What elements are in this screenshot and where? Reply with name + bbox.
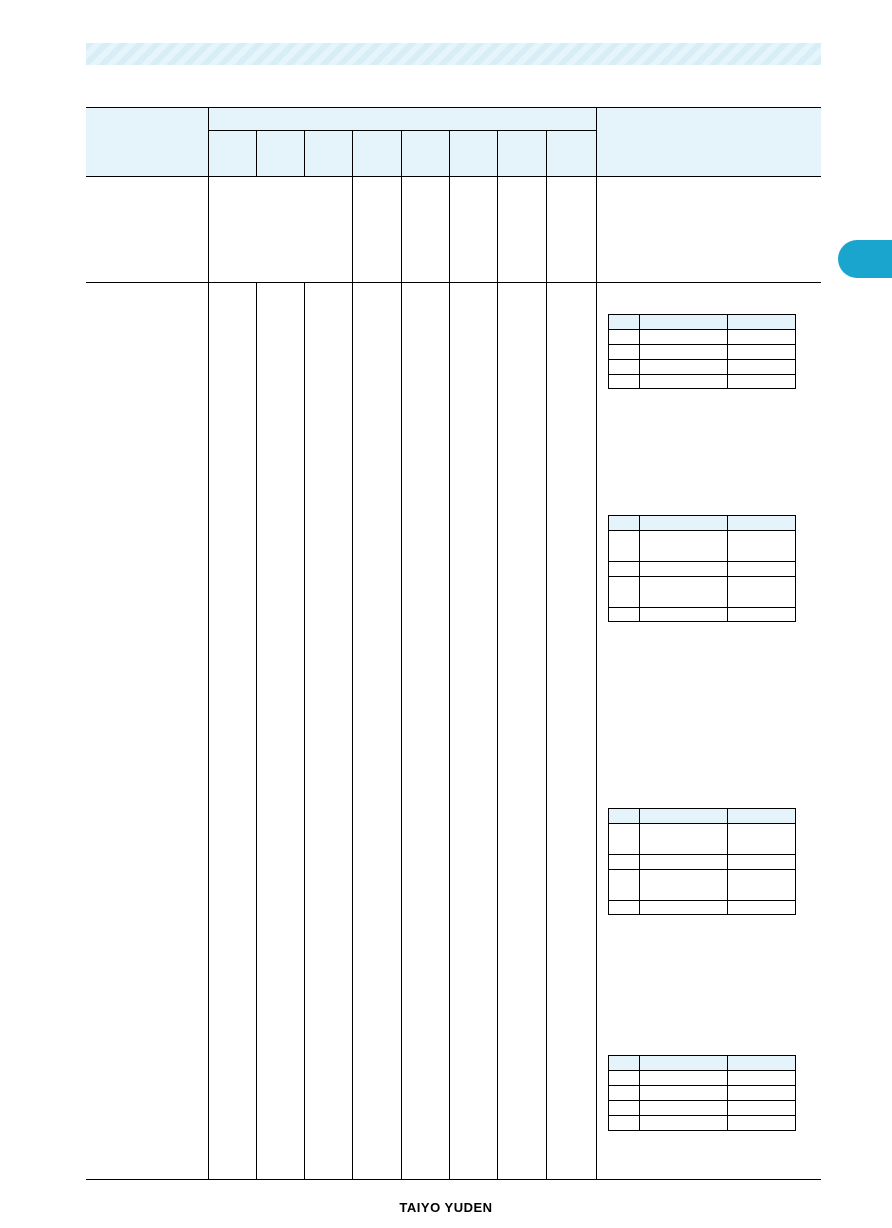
mini-table-header bbox=[608, 515, 796, 530]
mini-table-1 bbox=[608, 314, 796, 389]
subcol-line bbox=[304, 282, 305, 1180]
table-row bbox=[608, 1070, 796, 1086]
table-row bbox=[608, 869, 796, 901]
subcol-line bbox=[352, 130, 353, 1180]
table-row bbox=[608, 515, 796, 531]
table-bottom-rule bbox=[86, 1179, 821, 1180]
row-divider bbox=[86, 282, 821, 283]
header-subdivider bbox=[208, 130, 596, 131]
table-row bbox=[608, 344, 796, 360]
subcol-line bbox=[401, 130, 402, 1180]
mini-table-header bbox=[608, 314, 796, 329]
table-row bbox=[608, 1055, 796, 1071]
col-divider-right bbox=[596, 107, 597, 1180]
table-row bbox=[608, 1085, 796, 1101]
table-row bbox=[608, 329, 796, 345]
subcol-line bbox=[497, 130, 498, 1180]
mini-table-header bbox=[608, 808, 796, 823]
table-row bbox=[608, 576, 796, 608]
table-header bbox=[86, 108, 821, 176]
table-row bbox=[608, 854, 796, 870]
table-row bbox=[608, 561, 796, 577]
header-bottom-rule bbox=[86, 176, 821, 177]
col-divider-left bbox=[208, 107, 209, 1180]
subcol-line bbox=[304, 130, 305, 176]
mini-table-header bbox=[608, 1055, 796, 1070]
subcol-line bbox=[449, 130, 450, 1180]
section-tab bbox=[838, 240, 892, 278]
table-row bbox=[608, 359, 796, 375]
table-row bbox=[608, 823, 796, 855]
table-row bbox=[608, 530, 796, 562]
mini-table-4 bbox=[608, 1055, 796, 1131]
table-row bbox=[608, 1100, 796, 1116]
subcol-line bbox=[256, 130, 257, 176]
brand-logo: TAIYO YUDEN bbox=[399, 1200, 493, 1215]
table-row bbox=[608, 314, 796, 330]
subcol-line bbox=[256, 282, 257, 1180]
table-row bbox=[608, 808, 796, 824]
table-top-rule bbox=[86, 107, 821, 108]
subcol-line bbox=[546, 130, 547, 1180]
header-banner bbox=[86, 43, 821, 65]
mini-table-3 bbox=[608, 808, 796, 915]
mini-table-2 bbox=[608, 515, 796, 622]
